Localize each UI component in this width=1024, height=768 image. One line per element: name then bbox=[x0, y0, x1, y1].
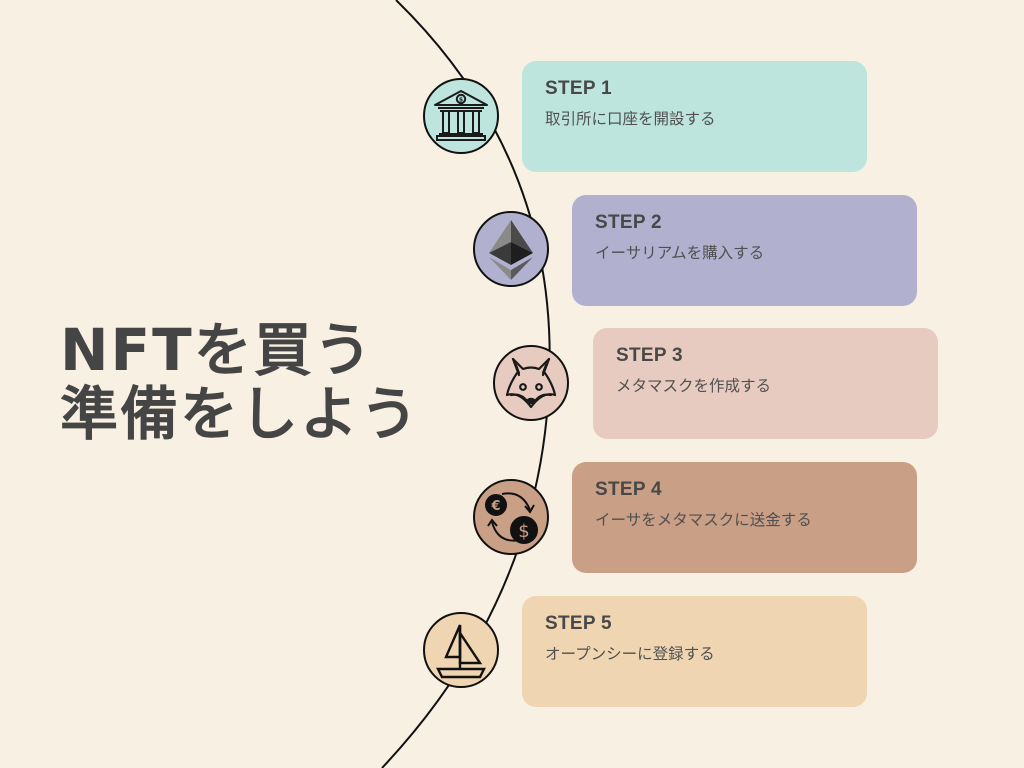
page-title: NFTを買う 準備をしよう bbox=[60, 318, 420, 446]
step-1-card: STEP 1 取引所に口座を開設する bbox=[522, 61, 867, 172]
step-5-description: オープンシーに登録する bbox=[545, 645, 715, 663]
step-3-label: STEP 3 bbox=[616, 345, 683, 366]
step-2-description: イーサリアムを購入する bbox=[595, 244, 765, 262]
step-2-card: STEP 2 イーサリアムを購入する bbox=[572, 195, 917, 306]
step-1-label: STEP 1 bbox=[545, 78, 612, 99]
step-1-description: 取引所に口座を開設する bbox=[545, 110, 716, 128]
step-4-icon-badge: € $ bbox=[473, 479, 549, 555]
step-5-icon-badge bbox=[423, 612, 499, 688]
step-4-description: イーサをメタマスクに送金する bbox=[595, 511, 812, 529]
title-line-1: NFTを買う bbox=[60, 316, 374, 384]
step-3-description: メタマスクを作成する bbox=[616, 377, 772, 395]
svg-text:$: $ bbox=[459, 97, 463, 104]
step-5-card: STEP 5 オープンシーに登録する bbox=[522, 596, 867, 707]
step-2-icon-badge bbox=[473, 211, 549, 287]
sailboat-icon bbox=[436, 624, 486, 679]
svg-text:$: $ bbox=[518, 521, 529, 542]
ethereum-icon bbox=[489, 220, 533, 280]
step-4-label: STEP 4 bbox=[595, 479, 662, 500]
step-4-card: STEP 4 イーサをメタマスクに送金する bbox=[572, 462, 917, 573]
currency-exchange-icon: € $ bbox=[485, 492, 538, 544]
step-3-icon-badge bbox=[493, 345, 569, 421]
fox-icon bbox=[505, 357, 557, 409]
svg-text:€: € bbox=[490, 499, 500, 514]
bank-icon: $ bbox=[434, 90, 488, 141]
step-5-label: STEP 5 bbox=[545, 613, 612, 634]
step-3-card: STEP 3 メタマスクを作成する bbox=[593, 328, 938, 439]
step-2-label: STEP 2 bbox=[595, 212, 662, 233]
step-1-icon-badge: $ bbox=[423, 78, 499, 154]
title-line-2: 準備をしよう bbox=[60, 380, 421, 448]
